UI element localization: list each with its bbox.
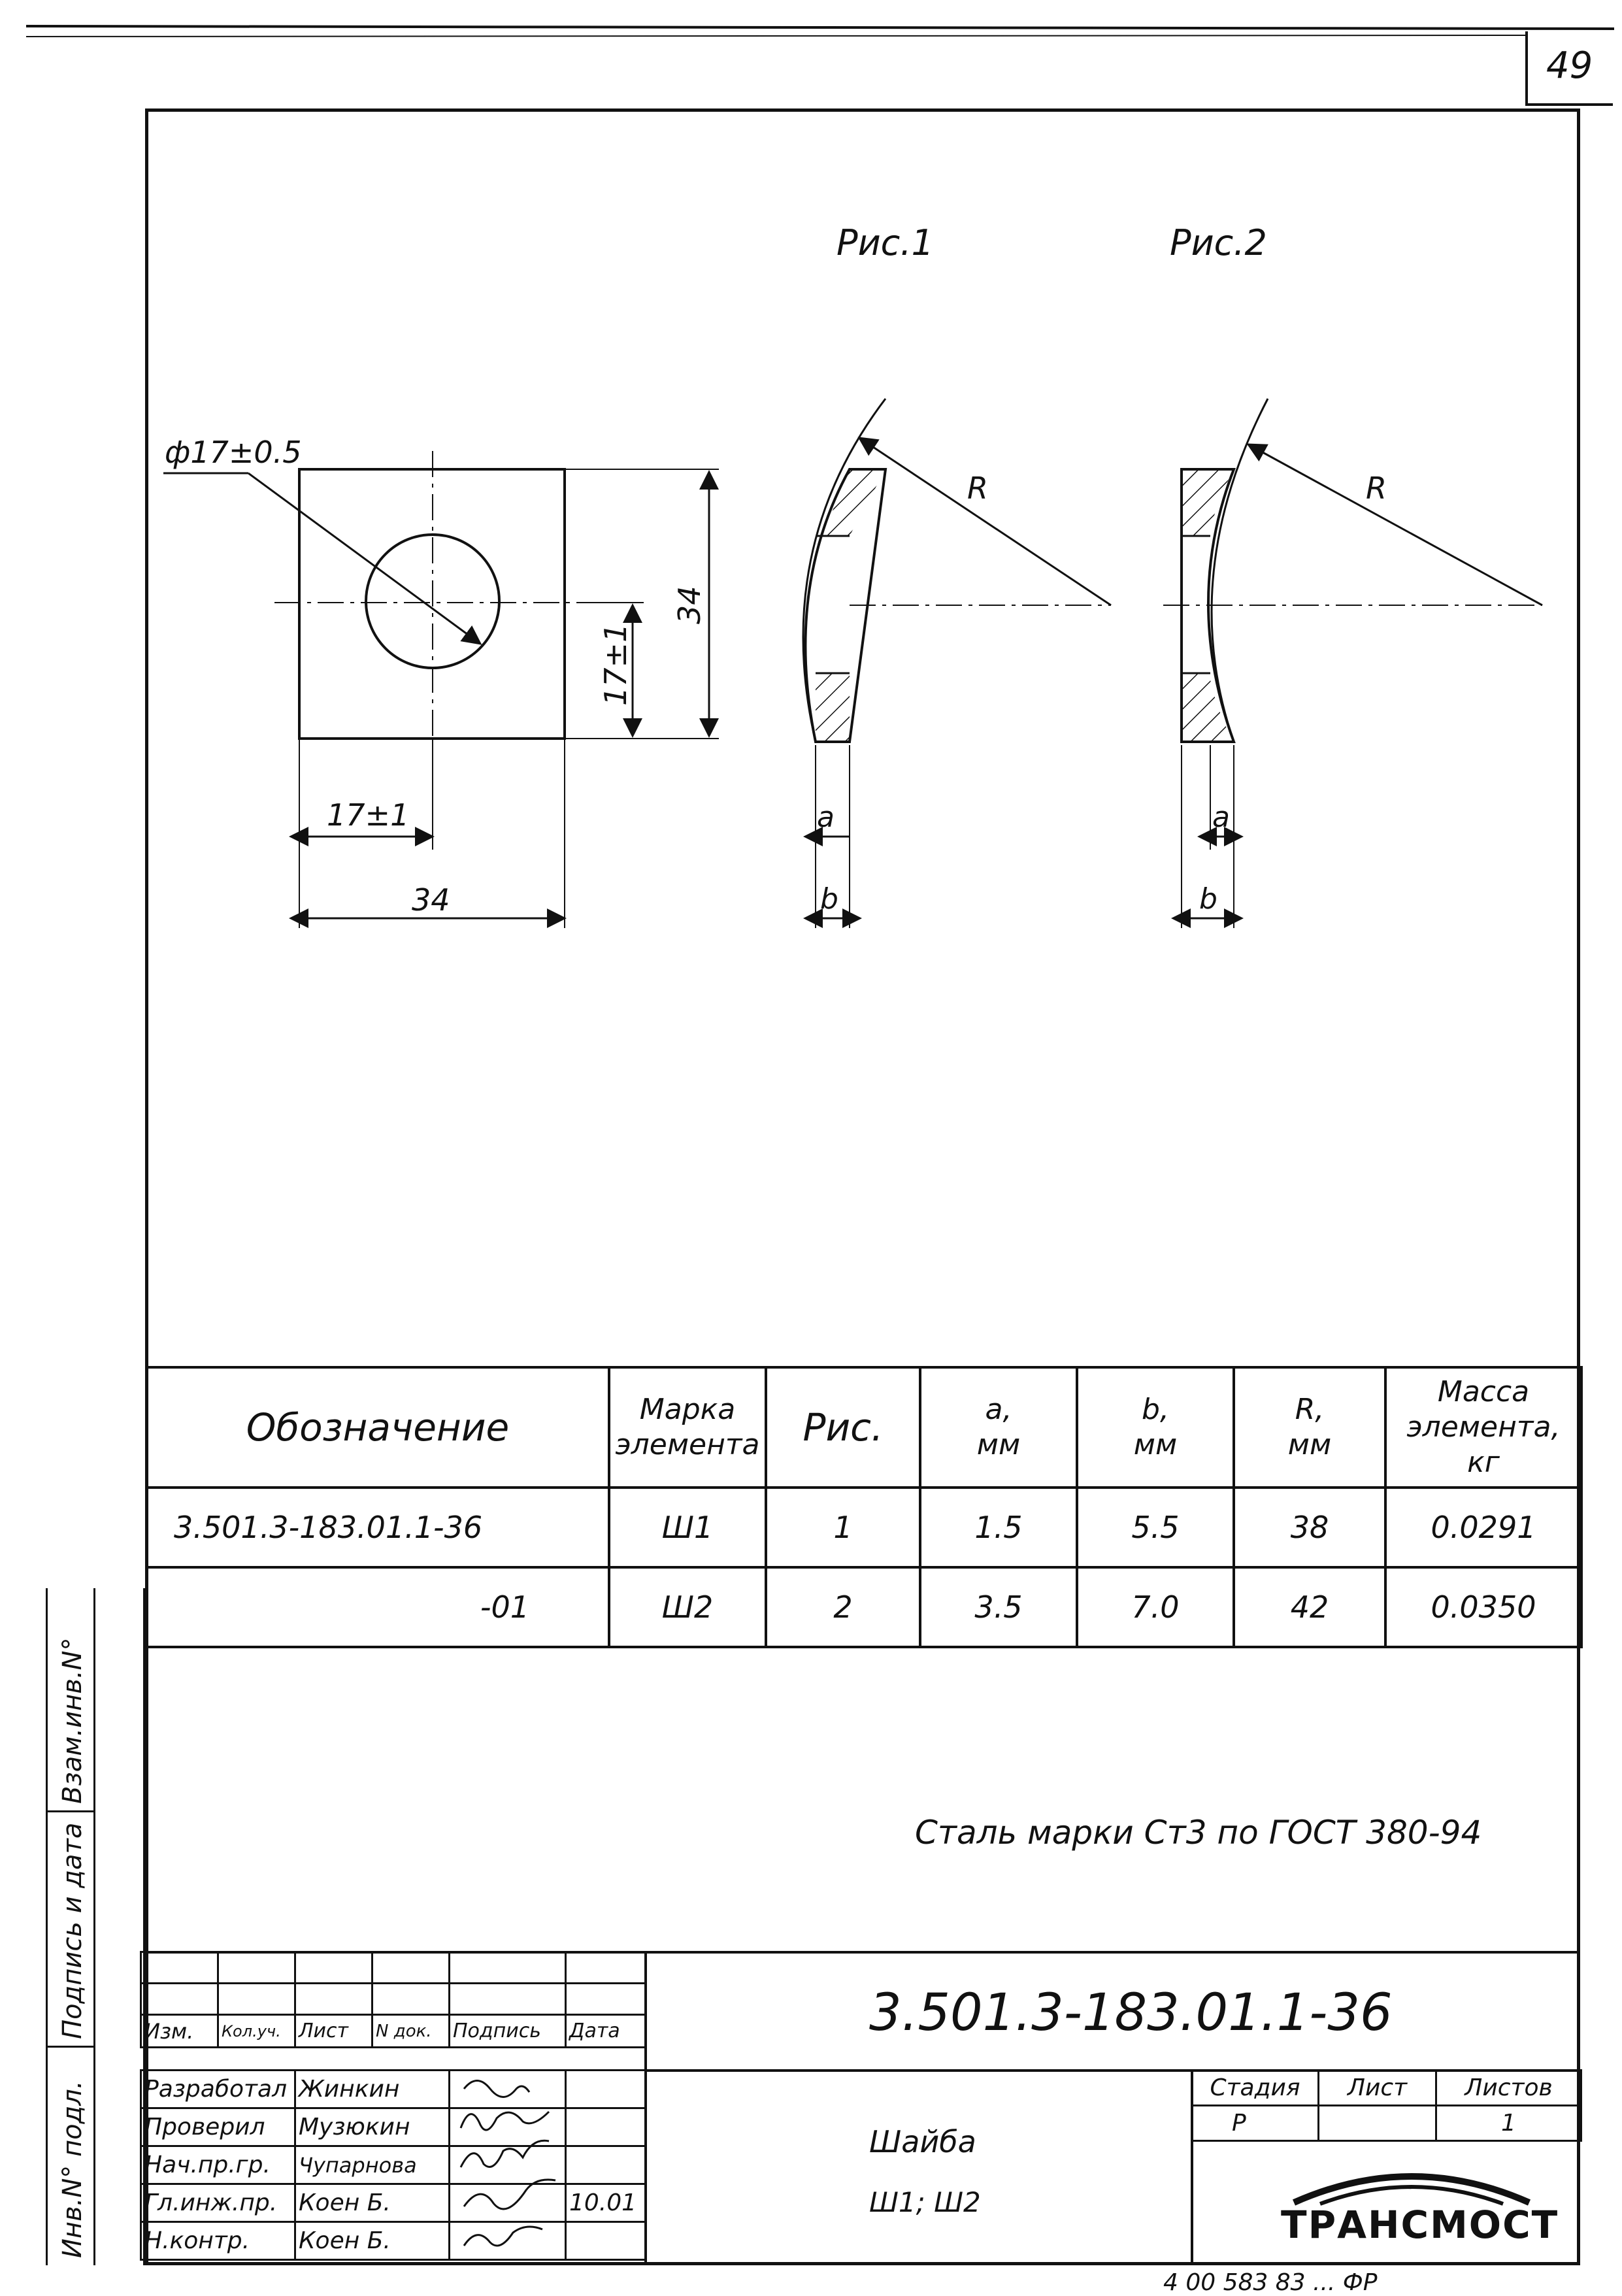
signatures-table: Разработал Жинкин Проверил Музюкин Нач.п… bbox=[140, 2069, 646, 2261]
half-height-dim-label: 17±1 bbox=[598, 623, 633, 706]
fig1-b-label: b bbox=[820, 882, 838, 916]
role: Н.контр. bbox=[140, 2221, 296, 2261]
row-designation: -01 bbox=[145, 1566, 610, 1648]
inv-orig-label: Инв.N° подл. bbox=[58, 2080, 88, 2258]
sheets-value: 1 bbox=[1435, 2105, 1582, 2142]
header-designation: Обозначение bbox=[145, 1366, 610, 1489]
stage-table: Стадия Лист Листов Р 1 bbox=[1191, 2069, 1582, 2142]
item-marks: Ш1; Ш2 bbox=[869, 2186, 981, 2218]
fig1-label: Рис.1 bbox=[836, 222, 934, 263]
table-row: -01 Ш2 2 3.5 7.0 42 0.0350 bbox=[145, 1566, 1583, 1648]
row-r: 42 bbox=[1233, 1566, 1387, 1648]
col-ndok: N док. bbox=[371, 2014, 450, 2048]
col-list: Лист bbox=[294, 2014, 373, 2048]
signature-row: Нач.пр.гр. Чупарнова bbox=[140, 2145, 646, 2185]
signature-row: Разработал Жинкин bbox=[140, 2069, 646, 2109]
side-strip: Взам.инв.N° Подпись и дата Инв.N° подл. bbox=[46, 1588, 145, 2265]
bottom-note: 4 00 583 83 ... ФР bbox=[1163, 2269, 1378, 2296]
washer-drawing bbox=[163, 398, 1543, 928]
table-row: 3.501.3-183.01.1-36 Ш1 1 1.5 5.5 38 0.02… bbox=[145, 1486, 1583, 1569]
col-izm: Изм. bbox=[140, 2014, 219, 2048]
row-a: 1.5 bbox=[919, 1486, 1078, 1569]
row-mark: Ш2 bbox=[608, 1566, 767, 1648]
col-date: Дата bbox=[565, 2014, 646, 2048]
row-mass: 0.0291 bbox=[1384, 1486, 1583, 1569]
logo-arc-icon bbox=[1292, 2173, 1531, 2206]
title-block bbox=[145, 1951, 1580, 2268]
sheet-value bbox=[1317, 2105, 1437, 2142]
header-fig: Рис. bbox=[765, 1366, 921, 1489]
sheets-label: Листов bbox=[1435, 2069, 1582, 2106]
col-kol: Кол.уч. bbox=[217, 2014, 296, 2048]
inv-replace-label: Взам.инв.N° bbox=[58, 1637, 88, 1804]
drawing-frame bbox=[145, 108, 1580, 2265]
row-fig: 1 bbox=[765, 1486, 921, 1569]
stage-divider bbox=[1191, 2069, 1193, 2265]
person-name: Чупарнова bbox=[294, 2145, 450, 2185]
stage-label: Стадия bbox=[1191, 2069, 1319, 2106]
handwritten-signatures bbox=[459, 2080, 556, 2247]
signature-row: Проверил Музюкин bbox=[140, 2107, 646, 2147]
sheet-number-box: 49 bbox=[1525, 31, 1613, 106]
plan-view bbox=[163, 451, 719, 928]
signature bbox=[448, 2069, 567, 2109]
date-entry: 10.01 bbox=[565, 2183, 646, 2223]
row-b: 5.5 bbox=[1076, 1486, 1235, 1569]
role: Разработал bbox=[140, 2069, 296, 2109]
row-fig: 2 bbox=[765, 1566, 921, 1648]
fig1-a-label: a bbox=[817, 801, 835, 834]
logo-text: ТРАНСМОСТ bbox=[1281, 2203, 1559, 2247]
header-a: a,мм bbox=[919, 1366, 1078, 1489]
fig2-label: Рис.2 bbox=[1170, 222, 1267, 263]
item-name: Шайба bbox=[869, 2124, 976, 2159]
height-dim-label: 34 bbox=[672, 586, 707, 624]
row-r: 38 bbox=[1233, 1486, 1387, 1569]
col-sign: Подпись bbox=[448, 2014, 567, 2048]
top-border bbox=[25, 25, 1615, 37]
role: Гл.инж.пр. bbox=[140, 2183, 296, 2223]
row-mass: 0.0350 bbox=[1384, 1566, 1583, 1648]
title-divider-h bbox=[644, 2069, 1580, 2072]
fig2-b-label: b bbox=[1199, 882, 1217, 916]
fig2-a-label: a bbox=[1212, 801, 1230, 834]
row-a: 3.5 bbox=[919, 1566, 1078, 1648]
signature-row: Н.контр. Коен Б. bbox=[140, 2221, 646, 2261]
role: Проверил bbox=[140, 2107, 296, 2147]
signature bbox=[448, 2145, 567, 2185]
organization-logo: ТРАНСМОСТ bbox=[1268, 2163, 1557, 2255]
header-r: R,мм bbox=[1233, 1366, 1387, 1489]
section-fig1 bbox=[802, 398, 1112, 928]
signature-row: Гл.инж.пр. Коен Б. 10.01 bbox=[140, 2183, 646, 2223]
row-b: 7.0 bbox=[1076, 1566, 1235, 1648]
role: Нач.пр.гр. bbox=[140, 2145, 296, 2185]
stage-value: Р bbox=[1191, 2105, 1319, 2142]
person-name: Коен Б. bbox=[294, 2183, 450, 2223]
section-fig2 bbox=[1163, 398, 1543, 928]
fig2-radius-label: R bbox=[1366, 471, 1387, 506]
fig1-radius-label: R bbox=[967, 471, 988, 506]
row-designation: 3.501.3-183.01.1-36 bbox=[145, 1486, 610, 1569]
sign-date-label: Подпись и дата bbox=[58, 1822, 88, 2039]
person-name: Коен Б. bbox=[294, 2221, 450, 2261]
sheet-number: 49 bbox=[1546, 44, 1593, 87]
revision-header-row: Изм. Кол.уч. Лист N док. Подпись Дата bbox=[140, 2014, 646, 2048]
sheet-label: Лист bbox=[1317, 2069, 1437, 2106]
header-b: b,мм bbox=[1076, 1366, 1235, 1489]
person-name: Музюкин bbox=[294, 2107, 450, 2147]
document-code: 3.501.3-183.01.1-36 bbox=[869, 1984, 1393, 2042]
half-width-dim-label: 17±1 bbox=[327, 797, 410, 833]
person-name: Жинкин bbox=[294, 2069, 450, 2109]
width-dim-label: 34 bbox=[412, 882, 450, 918]
title-divider bbox=[644, 1951, 647, 2265]
row-mark: Ш1 bbox=[608, 1486, 767, 1569]
revision-table: Изм. Кол.уч. Лист N док. Подпись Дата bbox=[140, 1951, 646, 2048]
material-note: Сталь марки Ст3 по ГОСТ 380-94 bbox=[915, 1814, 1482, 1852]
hole-diameter-label: ф17±0.5 bbox=[165, 435, 302, 470]
